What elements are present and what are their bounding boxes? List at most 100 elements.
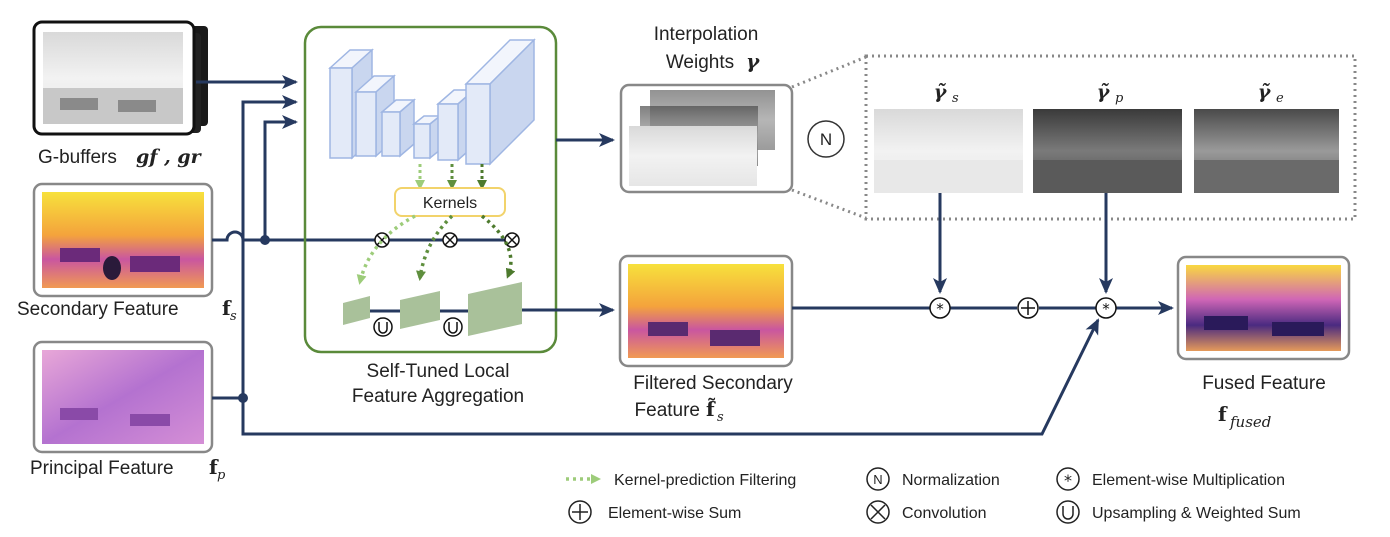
svg-text:N: N: [873, 472, 882, 487]
secondary-duck: [103, 256, 121, 280]
filtered-feature-line2: Feature: [635, 400, 700, 421]
fused-feature-sym: f: [1218, 402, 1228, 426]
fused-sink-right: [1272, 322, 1324, 336]
kernel-filter-arrows: [356, 214, 516, 285]
feature-block-large: [468, 282, 522, 336]
secondary-feature-label: Secondary Feature: [17, 299, 179, 320]
legend-conv-label: Convolution: [902, 505, 987, 522]
upsample-symbol-2: [443, 317, 463, 337]
gamma-p-sub: p: [1115, 91, 1124, 106]
filter-arrow-dark: [480, 214, 516, 279]
normalization-label: N: [820, 130, 832, 149]
legend-mult-label: Element-wise Multiplication: [1092, 472, 1285, 489]
weights-title-line2: Weights: [666, 52, 734, 73]
kernels-label: Kernels: [423, 195, 477, 212]
principal-sink-left: [60, 408, 98, 420]
unet-block-6: [464, 38, 536, 166]
gamma-s-counter: [874, 160, 1023, 193]
unet-blocks: [328, 38, 536, 166]
legend-upsample-icon: [1056, 500, 1080, 524]
gamma-e-counter: [1194, 160, 1339, 193]
legend: Kernel-prediction Filtering N Normalizat…: [566, 467, 1301, 524]
zoom-lines: [791, 54, 1357, 221]
conv-symbol-2: [442, 232, 458, 248]
gbuffers-math: gf , gr: [136, 146, 203, 168]
filtered-feature-image: [628, 264, 784, 358]
junction-secondary: [260, 235, 270, 245]
weights-symbol: γ: [746, 49, 760, 73]
filtered-sink-left: [648, 322, 688, 336]
line-secondary-to-conv: [212, 230, 380, 242]
legend-upsample-label: Upsampling & Weighted Sum: [1092, 505, 1301, 522]
input-arrows: [196, 75, 1100, 436]
gamma-e-sub: e: [1276, 91, 1284, 106]
upsample-symbol-1: [373, 317, 393, 337]
legend-sum-label: Element-wise Sum: [608, 505, 741, 522]
principal-feature-label: Principal Feature: [30, 458, 174, 479]
gamma-s-symbol: γ̃: [934, 81, 948, 103]
legend-kernel-label: Kernel-prediction Filtering: [614, 472, 796, 489]
filtered-feature-sub: s: [717, 410, 724, 425]
module-caption-line2: Feature Aggregation: [352, 386, 524, 407]
conv-symbols: [374, 232, 520, 248]
unet-block-4: [411, 114, 443, 160]
filtered-feature-line1: Filtered Secondary: [633, 373, 793, 394]
secondary-feature-sub: s: [230, 309, 237, 324]
principal-feature-image: [42, 350, 204, 444]
fused-feature-line1: Fused Feature: [1202, 373, 1326, 394]
gamma-p-symbol: γ̃: [1097, 81, 1111, 103]
weights-title-line1: Interpolation: [654, 24, 759, 45]
fused-feature-sub: fused: [1229, 413, 1271, 431]
gbuffers-label: G-buffers: [38, 147, 117, 168]
principal-feature-sub: p: [217, 468, 226, 483]
feature-block-small: [343, 296, 370, 325]
arrow-principal-to-multiply: [241, 318, 1100, 436]
legend-conv-icon: [866, 500, 890, 524]
svg-text:*: *: [936, 300, 944, 318]
gamma-p-counter: [1033, 160, 1182, 193]
filter-arrow-mid: [416, 214, 454, 281]
legend-normalization-label: Normalization: [902, 472, 1000, 489]
legend-mult-icon: *: [1056, 467, 1080, 491]
fused-sink-left: [1204, 316, 1248, 330]
legend-normalization-icon: N: [866, 467, 890, 491]
sum-symbol: [1017, 297, 1039, 319]
conv-symbol-3: [504, 232, 520, 248]
kernel-down-arrows: [415, 164, 487, 190]
gamma-s-sub: s: [952, 91, 959, 106]
conv-symbol-1: [374, 232, 390, 248]
mult-symbol-1: *: [929, 297, 951, 319]
gbuffer-sink-right: [118, 100, 156, 112]
filtered-sink-right: [710, 330, 760, 346]
gamma-down-arrows: [933, 193, 1113, 294]
secondary-feature-image: [42, 192, 204, 288]
feature-block-mid: [400, 291, 440, 329]
feature-blocks: [343, 282, 522, 336]
self-tuned-module: [303, 25, 558, 354]
secondary-sink-left: [60, 248, 100, 262]
gamma-e-symbol: γ̃: [1258, 81, 1272, 103]
svg-text:*: *: [1102, 300, 1110, 318]
upsample-symbols: [373, 317, 463, 337]
secondary-sink-right: [130, 256, 180, 272]
filter-arrow-light: [356, 214, 416, 285]
secondary-feature-sym: f: [222, 296, 232, 320]
zoom-box: [864, 54, 1357, 221]
unet-block-3: [379, 98, 417, 158]
legend-sum-icon: [568, 500, 592, 524]
arrow-principal-to-unet: [241, 95, 298, 398]
mult-symbol-2: *: [1095, 297, 1117, 319]
svg-text:*: *: [1064, 471, 1072, 490]
module-caption-line1: Self-Tuned Local: [367, 361, 510, 382]
principal-sink-right: [130, 414, 170, 426]
arrow-secondary-to-unet: [263, 115, 298, 240]
fused-feature-image: [1186, 265, 1341, 351]
weight-map-front: [629, 126, 757, 186]
principal-feature-sym: f: [209, 455, 219, 479]
filtered-feature-sym: f̃: [706, 397, 716, 421]
normalization-symbol: [807, 120, 845, 158]
gbuffer-sink-left: [60, 98, 98, 110]
junction-principal: [238, 393, 248, 403]
gbuffers-stack: [32, 20, 208, 136]
